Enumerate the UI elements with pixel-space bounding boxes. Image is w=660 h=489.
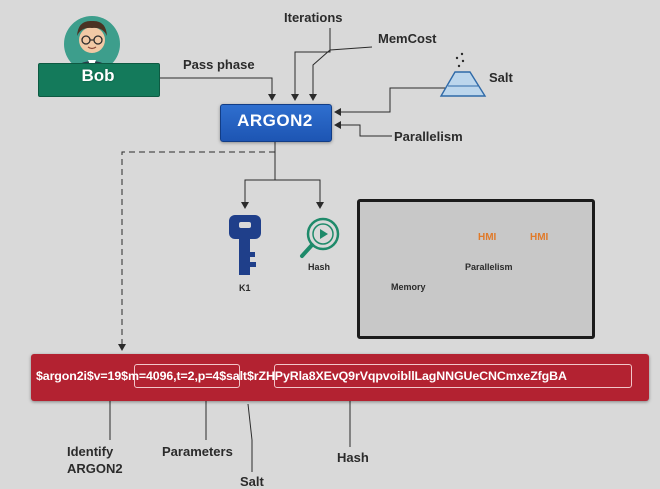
key-icon — [229, 215, 261, 275]
memcost-label: MemCost — [378, 31, 437, 46]
hash-prefix: $argon2i$v=19$ — [36, 369, 128, 383]
hash-value: rZHPyRla8XEvQ9rVqpvoibllLagNNGUeCNCmxeZf… — [253, 369, 567, 383]
argon2-label: ARGON2 — [237, 111, 313, 130]
hash-segment-box — [274, 364, 632, 388]
resources-panel — [357, 199, 595, 339]
bob-label: Bob — [81, 66, 115, 85]
bob-node — [38, 63, 160, 97]
pass-phase-label: Pass phase — [183, 57, 255, 72]
iterations-label: Iterations — [284, 10, 343, 25]
parallelism-arrow — [334, 121, 392, 137]
argon2-node — [220, 104, 332, 142]
hash-salt-separator: $salt$ — [219, 369, 254, 383]
passphase-arrow — [158, 77, 276, 101]
parallelism-input-label: Parallelism — [394, 129, 463, 144]
k1-label: K1 — [239, 283, 251, 293]
input-connectors — [118, 28, 460, 351]
parameters-label: Parameters — [162, 444, 233, 459]
salt-arrow — [334, 87, 460, 116]
salt-annotation-label: Salt — [240, 474, 264, 489]
argon-to-hash-bar — [118, 142, 276, 351]
hash-params: m=4096,t=2,p=4 — [127, 369, 220, 383]
hash-output-label: Hash — [308, 262, 331, 272]
memcost-arrow — [309, 46, 373, 101]
hash-annotation-label: Hash — [337, 450, 369, 465]
memory-label: Memory — [391, 282, 426, 292]
params-segment-box — [134, 364, 240, 388]
parallelism-resource-label: Parallelism — [465, 262, 513, 272]
argon-to-outputs — [241, 142, 276, 209]
identify-argon2-label: ARGON2 — [67, 461, 123, 476]
salt-input-label: Salt — [489, 70, 513, 85]
salt-shaker-icon — [439, 52, 487, 97]
identify-label: Identify — [67, 444, 114, 459]
chip-label-2: HMI — [530, 232, 549, 243]
encoded-hash-string: $argon2i$v=19$m=4096,t=2,p=4$salt$rZHPyR… — [36, 369, 567, 383]
annotation-connectors — [106, 393, 354, 472]
hash-search-icon — [300, 217, 340, 258]
iterations-arrow — [291, 28, 331, 101]
chip-label-1: HMI — [478, 232, 497, 243]
